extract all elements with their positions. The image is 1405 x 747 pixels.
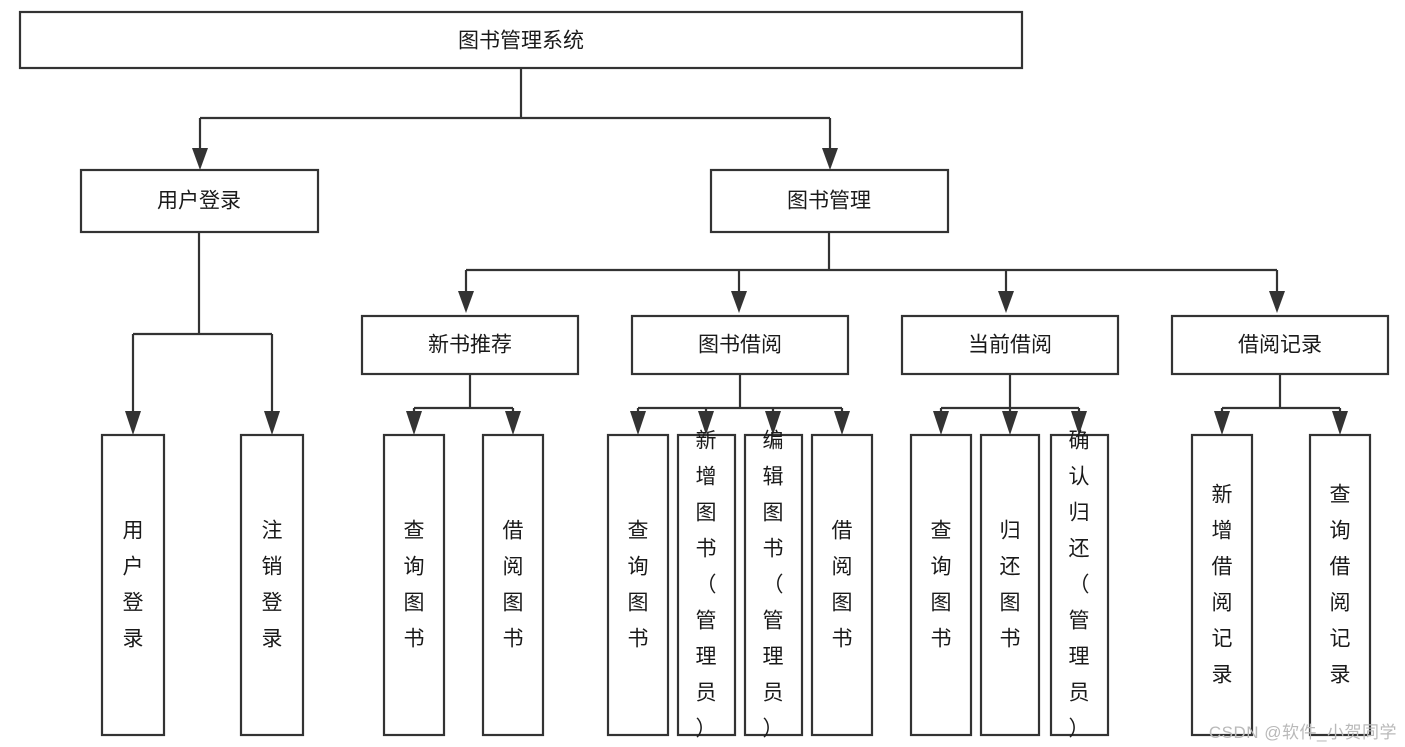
leaf-box[interactable]: [481, 433, 545, 737]
book-management-label: 图书管理: [787, 190, 871, 213]
arrow-head-icon: [630, 411, 646, 435]
root-box[interactable]: [18, 10, 1024, 70]
arrow-head-icon: [505, 411, 521, 435]
leaf-node-borrow-book-recommend[interactable]: 借阅图书: [481, 433, 545, 737]
arrow-head-icon: [192, 148, 208, 170]
current-borrow-box[interactable]: [900, 314, 1120, 376]
leaf-node-query-book-current[interactable]: 查询图书: [909, 433, 973, 737]
connector-user-login-to-leaves: [125, 232, 280, 435]
connector-new-book-recommend-to-leaves: [406, 374, 521, 435]
arrow-head-icon: [1269, 291, 1285, 313]
user-login-label: 用户登录: [157, 190, 241, 213]
new-book-recommend-box[interactable]: [360, 314, 580, 376]
borrow-record-label: 借阅记录: [1238, 334, 1322, 357]
node-user-login[interactable]: 用户登录: [79, 168, 320, 234]
leaf-label: 新增借阅记录: [1212, 484, 1233, 687]
leaf-label: 查询图书: [628, 520, 649, 651]
arrow-head-icon: [1071, 411, 1087, 435]
leaf-node-edit-book-admin[interactable]: 编辑图书（管理员）: [743, 430, 804, 741]
new-book-recommend-label: 新书推荐: [428, 334, 512, 357]
node-borrow-record[interactable]: 借阅记录: [1170, 314, 1390, 376]
leaf-label: 编辑图书（管理员）: [763, 430, 784, 741]
node-book-management[interactable]: 图书管理: [709, 168, 950, 234]
leaf-box[interactable]: [606, 433, 670, 737]
leaf-box[interactable]: [100, 433, 166, 737]
leaf-node-confirm-return-admin[interactable]: 确认归还（管理员）: [1049, 430, 1110, 741]
user-login-box[interactable]: [79, 168, 320, 234]
arrow-head-icon: [933, 411, 949, 435]
arrow-head-icon: [1214, 411, 1230, 435]
leaf-label: 查询图书: [931, 520, 952, 651]
leaf-box[interactable]: [1049, 433, 1110, 737]
connector-book-borrow-to-leaves: [630, 374, 850, 435]
arrow-head-icon: [458, 291, 474, 313]
leaf-label: 注销登录: [262, 520, 283, 651]
connector-root-to-level2: [192, 68, 838, 170]
leaf-node-query-borrow-record[interactable]: 查询借阅记录: [1308, 433, 1372, 737]
leaf-label: 归还图书: [1000, 520, 1021, 651]
arrow-head-icon: [834, 411, 850, 435]
leaf-node-query-book[interactable]: 查询图书: [606, 433, 670, 737]
connector-current-borrow-to-leaves: [933, 374, 1087, 435]
arrow-head-icon: [1332, 411, 1348, 435]
leaf-node-user-login[interactable]: 用户登录: [100, 433, 166, 737]
leaf-box[interactable]: [676, 433, 737, 737]
leaf-node-logout[interactable]: 注销登录: [239, 433, 305, 737]
leaf-label: 借阅图书: [832, 520, 853, 651]
leaf-box[interactable]: [743, 433, 804, 737]
connector-book-management-to-level3: [458, 232, 1285, 313]
leaf-label: 查询借阅记录: [1330, 484, 1351, 687]
leaf-box[interactable]: [810, 433, 874, 737]
leaf-box[interactable]: [1308, 433, 1372, 737]
leaf-box[interactable]: [1190, 433, 1254, 737]
arrow-head-icon: [406, 411, 422, 435]
connector-borrow-record-to-leaves: [1214, 374, 1348, 435]
leaf-label: 查询图书: [404, 520, 425, 651]
arrow-head-icon: [998, 291, 1014, 313]
leaf-box[interactable]: [382, 433, 446, 737]
leaf-label: 新增图书（管理员）: [696, 430, 717, 741]
leaf-box[interactable]: [979, 433, 1041, 737]
current-borrow-label: 当前借阅: [968, 334, 1052, 357]
arrow-head-icon: [125, 411, 141, 435]
arrow-head-icon: [698, 411, 714, 435]
arrow-head-icon: [264, 411, 280, 435]
leaf-box[interactable]: [909, 433, 973, 737]
leaf-label: 确认归还（管理员）: [1069, 430, 1090, 741]
leaf-node-add-borrow-record[interactable]: 新增借阅记录: [1190, 433, 1254, 737]
leaf-node-return-book[interactable]: 归还图书: [979, 433, 1041, 737]
leaf-node-add-book-admin[interactable]: 新增图书（管理员）: [676, 430, 737, 741]
node-root-system[interactable]: 图书管理系统: [18, 10, 1024, 70]
node-book-borrow[interactable]: 图书借阅: [630, 314, 850, 376]
node-new-book-recommend[interactable]: 新书推荐: [360, 314, 580, 376]
arrow-head-icon: [765, 411, 781, 435]
arrow-head-icon: [822, 148, 838, 170]
arrow-head-icon: [731, 291, 747, 313]
leaf-node-query-book-recommend[interactable]: 查询图书: [382, 433, 446, 737]
leaf-label: 用户登录: [123, 520, 144, 651]
leaf-label: 借阅图书: [503, 520, 524, 651]
node-current-borrow[interactable]: 当前借阅: [900, 314, 1120, 376]
leaf-node-borrow-book[interactable]: 借阅图书: [810, 433, 874, 737]
root-label: 图书管理系统: [458, 30, 584, 53]
arrow-head-icon: [1002, 411, 1018, 435]
book-borrow-label: 图书借阅: [698, 334, 782, 357]
leaf-box[interactable]: [239, 433, 305, 737]
